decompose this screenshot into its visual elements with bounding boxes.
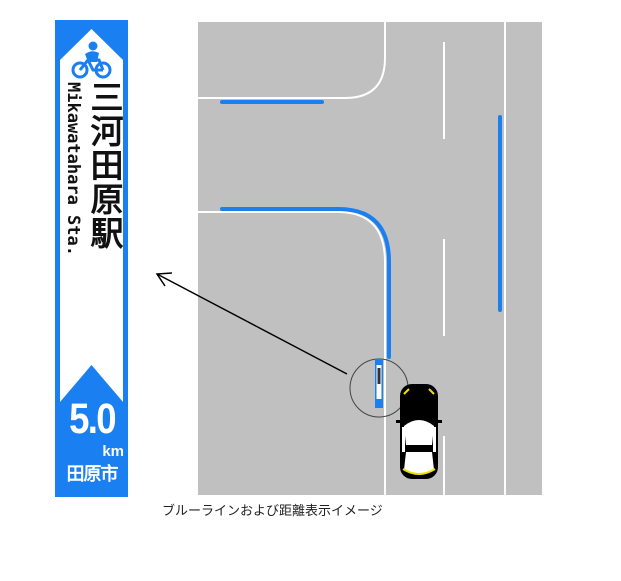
station-name-jp: 三河田原駅 xyxy=(85,80,124,250)
road-diagram xyxy=(198,22,542,495)
caption: ブルーラインおよび距離表示イメージ xyxy=(162,504,383,519)
city-name: 田原市 xyxy=(66,464,119,485)
distance-sign xyxy=(55,20,128,497)
distance-unit: km xyxy=(102,443,124,460)
small-sign xyxy=(375,359,383,408)
distance-value: 5.0 xyxy=(69,395,116,443)
car-icon xyxy=(396,384,442,479)
curb-upper xyxy=(198,22,386,99)
blue-line xyxy=(220,100,502,359)
station-name-en: Mikawatahara Sta. xyxy=(63,82,83,256)
curb-lower xyxy=(198,211,386,495)
